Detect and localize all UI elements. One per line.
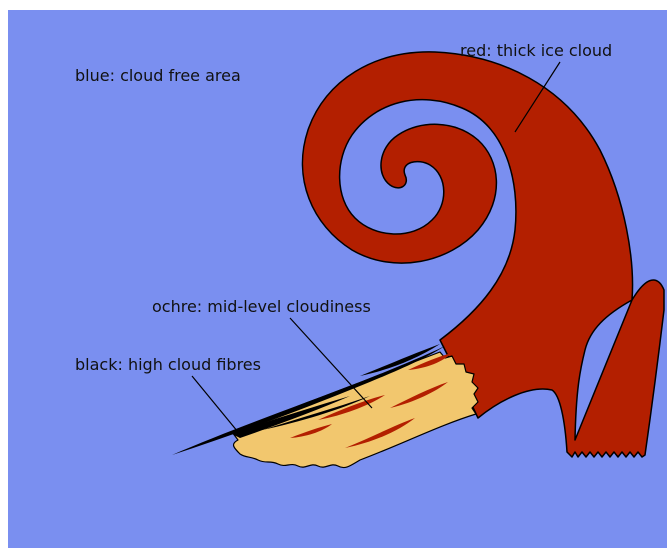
label-cloud-free-area: blue: cloud free area [75,66,241,85]
label-mid-level-cloudiness: ochre: mid-level cloudiness [152,297,371,316]
label-thick-ice-cloud: red: thick ice cloud [460,41,612,60]
label-high-cloud-fibres: black: high cloud fibres [75,355,261,374]
